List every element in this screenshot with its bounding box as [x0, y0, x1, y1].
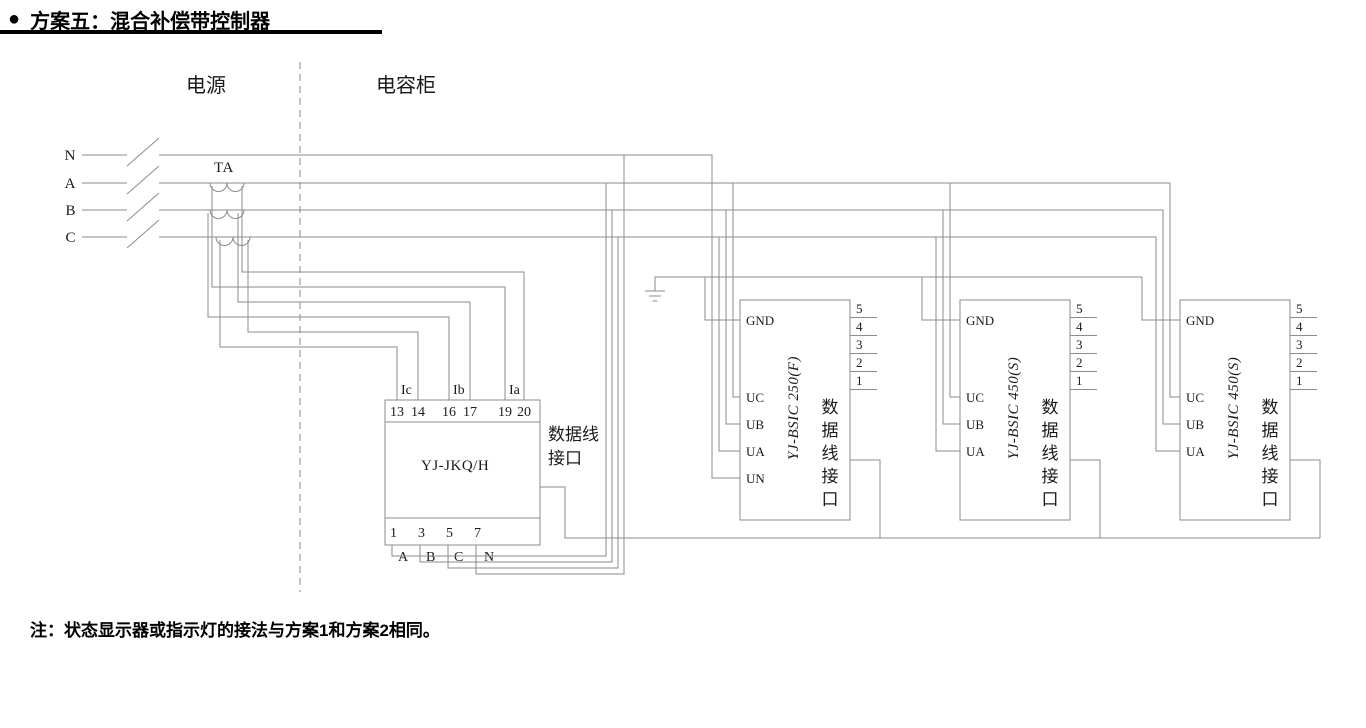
power-section-label: 电源: [186, 74, 226, 97]
module-1-pin-2: 2: [856, 355, 863, 370]
ground-rail: [654, 276, 1180, 321]
module-1-terminal-uc: UC: [746, 390, 764, 405]
scheme-title: ● 方案五：混合补偿带控制器: [8, 5, 270, 34]
controller-data-port-label-line2: 接口: [548, 449, 582, 468]
scheme-title-text: 方案五：混合补偿带控制器: [30, 11, 271, 33]
controller-terminal-16: 16: [442, 405, 456, 420]
controller-terminal-7: 7: [474, 526, 481, 541]
data-bus: [540, 459, 1321, 539]
module-1-model: YJ-BSIC 250(F): [786, 356, 802, 460]
ct-secondary-wires: [207, 186, 525, 400]
phase-line-a: [159, 182, 1180, 398]
module-3-terminal-uc: UC: [1186, 390, 1204, 405]
module-2-terminal-uc: UC: [966, 390, 984, 405]
controller-terminal-5: 5: [446, 526, 453, 541]
module-2-pin-2: 2: [1076, 355, 1083, 370]
module-1-box: [739, 299, 851, 521]
module-3-terminal-ua: UA: [1186, 444, 1205, 459]
earth-ground-icon: [645, 290, 665, 302]
module-1-terminal-ua: UA: [746, 444, 765, 459]
module-1-pin-stubs: [850, 317, 877, 390]
module-2-pin-5: 5: [1076, 301, 1083, 316]
controller-data-port-label-line1: 数据线: [548, 425, 599, 444]
title-underline: [0, 30, 382, 34]
module-1-terminal-un: UN: [746, 471, 765, 486]
incoming-phase-stubs: [82, 154, 127, 238]
phase-label-a: A: [65, 176, 76, 192]
module-1-pin-4: 4: [856, 319, 863, 334]
phase-line-c: [159, 236, 1180, 452]
module-1: GND UC UB UA UN YJ-BSIC 250(F) 5 4 3 2 1: [739, 299, 877, 521]
ct-coil-b: [209, 209, 245, 219]
controller-terminal-3: 3: [418, 526, 425, 541]
module-3-pin-1: 1: [1296, 373, 1303, 388]
module-3-pin-3: 3: [1296, 337, 1303, 352]
controller-voltage-bundle: [391, 155, 625, 575]
module-2-pin-3: 3: [1076, 337, 1083, 352]
ct-label: TA: [214, 160, 234, 176]
module-2-pin-4: 4: [1076, 319, 1083, 334]
module-1-terminal-ub: UB: [746, 417, 764, 432]
module-3-data-port-label: 数据线接口: [1261, 398, 1279, 509]
module-2-terminal-ub: UB: [966, 417, 984, 432]
controller-phase-b-label: B: [426, 550, 435, 565]
ct-input-label-ic: Ic: [401, 383, 412, 398]
phase-label-b: B: [65, 203, 76, 219]
capacitor-cabinet-label: 电容柜: [376, 74, 436, 97]
module-2-pin-stubs: [1070, 317, 1097, 390]
ct-coils: [209, 182, 251, 246]
controller-terminal-1: 1: [390, 526, 397, 541]
module-3-box: [1179, 299, 1291, 521]
module-3-pin-stubs: [1290, 317, 1317, 390]
module-2-terminal-ua: UA: [966, 444, 985, 459]
controller-box: [384, 399, 541, 546]
note-text: 注：状态显示器或指示灯的接法与方案1和方案2相同。: [30, 621, 440, 640]
controller-phase-c-label: C: [454, 550, 463, 565]
controller-phase-n-label: N: [484, 550, 494, 565]
breaker-blades: [126, 137, 160, 249]
phase-bus-lines: [159, 154, 1180, 479]
module-1-pin-1: 1: [856, 373, 863, 388]
module-3-model: YJ-BSIC 450(S): [1226, 357, 1242, 459]
controller-terminal-17: 17: [463, 405, 477, 420]
module-1-pin-3: 3: [856, 337, 863, 352]
module-3-pin-4: 4: [1296, 319, 1303, 334]
phase-label-n: N: [65, 148, 76, 164]
ct-coil-c: [215, 236, 251, 246]
controller-terminal-14: 14: [411, 405, 425, 420]
module-2-model: YJ-BSIC 450(S): [1006, 357, 1022, 459]
phase-line-n: [159, 154, 740, 479]
module-1-data-port-label: 数据线接口: [821, 398, 839, 509]
module-3-pin-5: 5: [1296, 301, 1303, 316]
module-1-terminal-gnd: GND: [746, 313, 774, 328]
bullet-icon: ●: [8, 8, 21, 30]
controller-terminal-20: 20: [517, 405, 531, 420]
module-3-pin-2: 2: [1296, 355, 1303, 370]
module-2: GND UC UB UA YJ-BSIC 450(S) 5 4 3 2 1: [959, 299, 1097, 521]
ct-input-label-ib: Ib: [453, 383, 465, 398]
controller-phase-a-label: A: [398, 550, 409, 565]
module-1-voltage-taps: [718, 183, 740, 452]
module-2-terminal-gnd: GND: [966, 313, 994, 328]
controller-model: YJ-JKQ/H: [421, 458, 489, 474]
module-3: GND UC UB UA YJ-BSIC 450(S) 5 4 3 2 1: [1179, 299, 1317, 521]
module-2-data-port-label: 数据线接口: [1041, 398, 1059, 509]
ct-input-label-ia: Ia: [509, 383, 521, 398]
phase-label-c: C: [65, 230, 76, 246]
module-1-pin-5: 5: [856, 301, 863, 316]
module-3-terminal-gnd: GND: [1186, 313, 1214, 328]
controller-terminal-13: 13: [390, 405, 404, 420]
phase-line-b: [159, 209, 1180, 425]
module-2-voltage-taps: [935, 183, 960, 452]
module-2-pin-1: 1: [1076, 373, 1083, 388]
controller-terminal-19: 19: [498, 405, 512, 420]
module-3-terminal-ub: UB: [1186, 417, 1204, 432]
ct-coil-a: [209, 182, 245, 192]
module-2-box: [959, 299, 1071, 521]
